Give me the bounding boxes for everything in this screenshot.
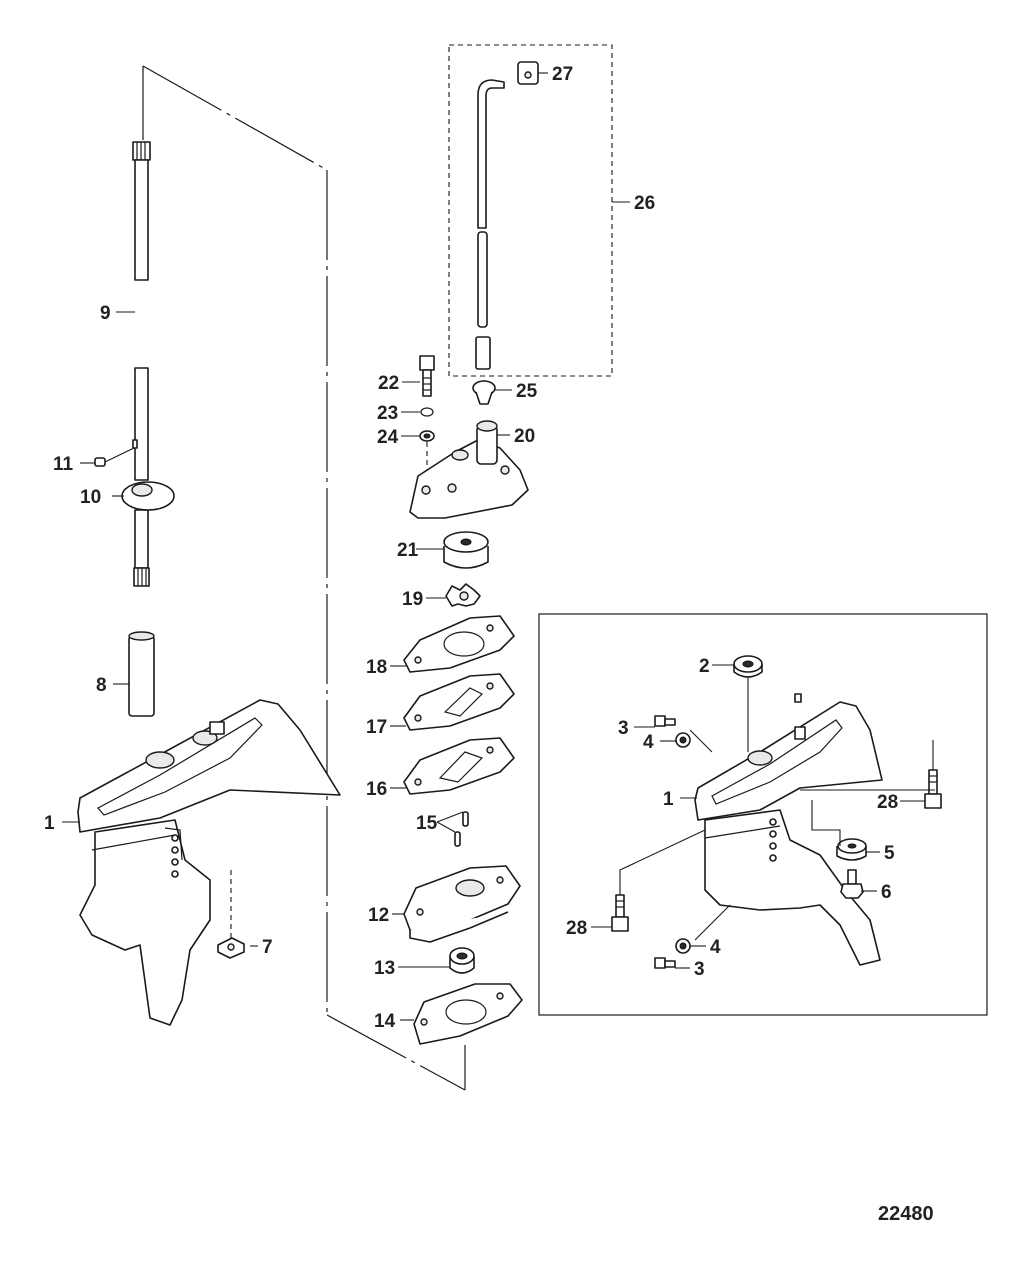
callout-19: 19 [402,589,423,610]
inset-callout-3-bottom: 3 [694,959,705,980]
inset-bolt-left [611,894,629,932]
pin [94,457,106,467]
drive-shaft [132,141,151,587]
base-gasket [413,983,523,1045]
inset-callout-5: 5 [884,843,895,864]
callout-23: 23 [377,403,398,424]
inset-screw-bottom [654,957,676,969]
callout-15: 15 [416,813,438,834]
water-pump-housing [409,420,529,519]
callout-22: 22 [378,373,399,394]
gearcase-housing [77,699,341,1026]
gasket [403,673,515,731]
plate [403,737,515,795]
gasket-washer [419,430,435,442]
inset-washer-top [675,732,691,748]
inset-box [538,613,988,1016]
inset-bolt [840,869,864,899]
inset-callout-6: 6 [881,882,892,903]
inset-callout-3-top: 3 [618,718,629,739]
dowel-pins [454,811,469,847]
inset-pin [794,693,802,703]
bearing [121,481,175,511]
gasket-plate [403,615,515,673]
callout-21: 21 [397,540,419,561]
inset-callout-1: 1 [663,789,674,810]
washer [420,407,434,417]
callout-13: 13 [374,958,395,979]
callout-24: 24 [377,427,399,448]
inset-bolt-right [924,740,942,809]
grommet [472,380,496,405]
inset-callout-4-top: 4 [643,732,654,753]
callout-12: 12 [368,905,389,926]
callout-20: 20 [514,426,535,447]
inset-callout-28-right: 28 [877,792,898,813]
shift-shaft-kit-box [448,44,613,377]
sleeve [128,631,155,717]
inset-bearing [733,655,763,752]
pump-screw [419,355,435,397]
callout-1: 1 [44,813,55,834]
oil-seal [449,947,475,974]
inset-gearcase [694,701,883,966]
callout-14: 14 [374,1011,396,1032]
callout-16: 16 [366,779,387,800]
inset-callout-4-bottom: 4 [710,937,721,958]
callout-27: 27 [552,64,573,85]
nut [217,870,245,959]
diagram-code: 22480 [878,1203,934,1225]
callout-10: 10 [80,487,101,508]
inset-washer-bottom [675,938,691,954]
callout-17: 17 [366,717,387,738]
inset-callout-2: 2 [699,656,710,677]
assembly-guide-lines [142,65,466,1091]
callout-25: 25 [516,381,538,402]
inset-bushing [836,838,867,861]
callout-11: 11 [53,454,74,475]
shift-shaft-clip [517,61,539,85]
pump-insert [443,531,489,569]
pump-base [403,865,521,943]
callout-8: 8 [96,675,107,696]
inset-screw-top [654,715,676,727]
inset-guide-lines [619,729,935,941]
shift-shaft [475,79,505,370]
callout-18: 18 [366,657,387,678]
callout-26: 26 [634,193,655,214]
callout-leaders [62,72,925,1021]
impeller [445,583,481,607]
callout-9: 9 [100,303,111,324]
callout-7: 7 [262,937,273,958]
inset-callout-28-left: 28 [566,918,587,939]
